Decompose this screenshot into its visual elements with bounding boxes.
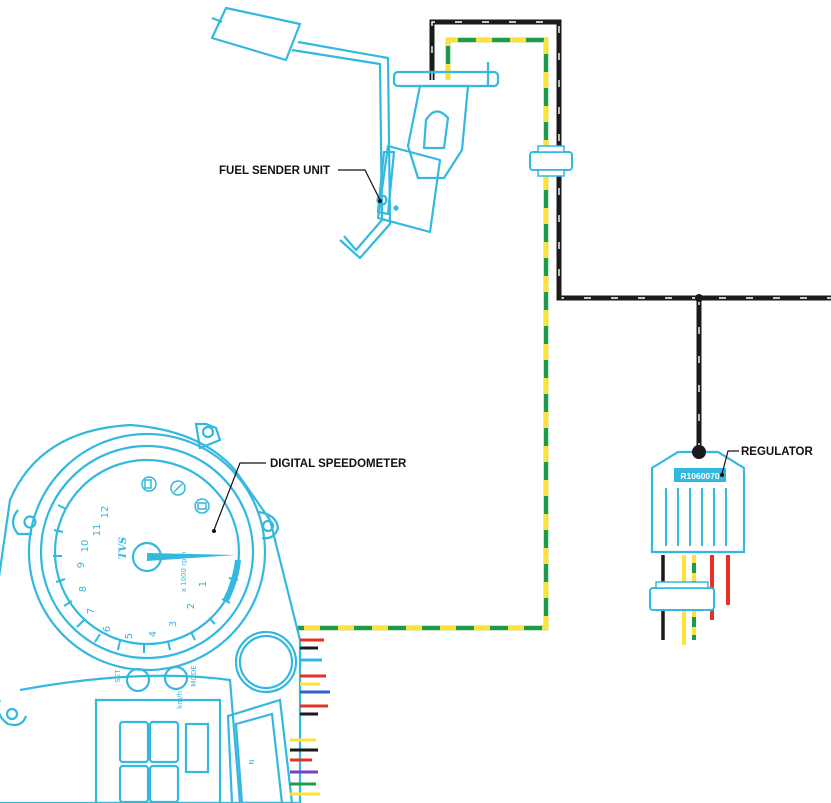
dial-tick-label: 11 [92, 524, 103, 537]
callout-speedometer: DIGITAL SPEEDOMETER [212, 458, 407, 533]
dial-tick-label: 7 [86, 608, 97, 614]
dial-tick-label: 2 [186, 603, 197, 609]
regulator: R1060070 [649, 445, 746, 645]
neutral-indicator: N [248, 759, 256, 764]
dial-tick-label: 6 [102, 626, 113, 632]
dial-tick-label: 3 [168, 621, 179, 627]
callout-fuel-sender: FUEL SENDER UNIT [219, 165, 382, 203]
dial-tick-label: 1 [198, 581, 209, 587]
dial-tick-label: 8 [78, 586, 89, 592]
regulator-label: REGULATOR [741, 446, 813, 458]
dial-tick-label: 4 [148, 631, 159, 637]
fuel-sender-label: FUEL SENDER UNIT [219, 165, 330, 177]
rpm-unit-label: x 1000 rpm [180, 552, 188, 593]
mode-button-label: MODE [190, 665, 198, 686]
battery-icon [194, 498, 210, 514]
speedometer-label: DIGITAL SPEEDOMETER [270, 458, 407, 470]
wire-black-main [429, 19, 831, 301]
brand-logo: TVS [118, 537, 129, 559]
digital-speedometer: 12 11 10 9 8 7 6 5 4 3 2 1 TVS x 1000 rp… [0, 422, 302, 803]
wire-green-yellow [298, 37, 549, 631]
dial-tick-label: 12 [100, 506, 111, 519]
regulator-part-number: R1060070 [680, 471, 720, 481]
wrench-icon [170, 480, 186, 496]
callout-regulator: REGULATOR [720, 446, 813, 477]
fuel-sender-unit [210, 6, 500, 260]
dial-tick-label: 10 [80, 540, 91, 553]
wire-black-regulator-drop [556, 294, 703, 448]
fuel-pump-icon [141, 476, 157, 492]
dial-tick-label: 9 [76, 562, 87, 568]
speedometer-wire-bundle [290, 638, 330, 796]
set-button-label: SET [114, 669, 122, 683]
wire-connector [529, 145, 573, 177]
speed-unit-label: km/h [176, 691, 184, 709]
dial-tick-label: 5 [124, 633, 135, 639]
